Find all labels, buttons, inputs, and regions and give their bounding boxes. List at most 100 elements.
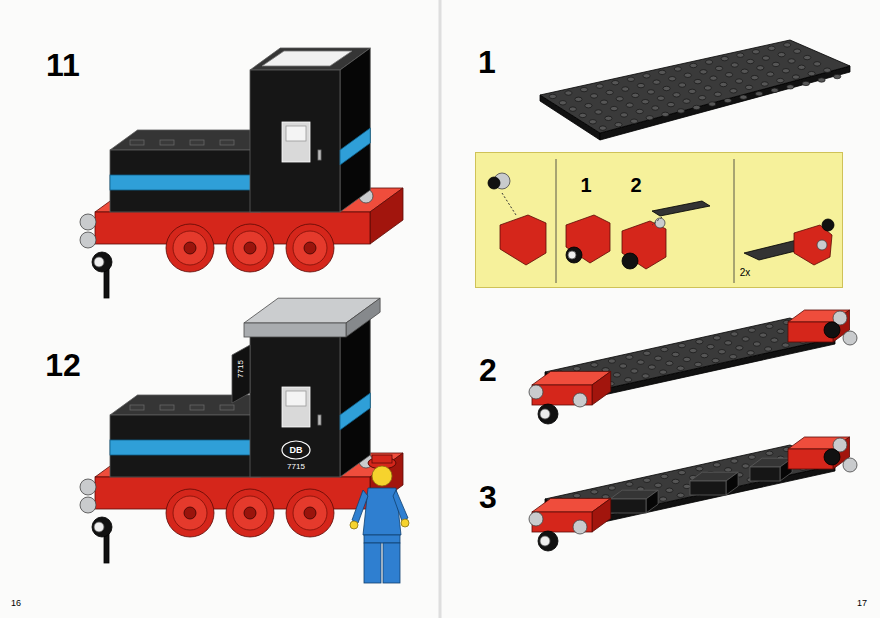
stud xyxy=(677,109,684,113)
stud xyxy=(630,119,637,123)
cab xyxy=(250,335,340,477)
stud xyxy=(130,140,144,145)
plate xyxy=(652,201,710,216)
red-part xyxy=(500,215,546,265)
buffer xyxy=(655,218,665,228)
stud xyxy=(713,336,720,340)
baseplate xyxy=(540,40,850,140)
stud xyxy=(701,353,708,357)
hood xyxy=(110,150,260,212)
stud xyxy=(720,82,727,86)
red-part xyxy=(566,215,610,263)
slope-brick xyxy=(750,467,780,481)
stud xyxy=(818,78,825,82)
stud xyxy=(608,359,615,363)
stud xyxy=(622,87,629,91)
stud xyxy=(792,75,799,79)
stud xyxy=(160,405,174,410)
divider xyxy=(734,159,735,283)
stud xyxy=(643,478,650,482)
stud xyxy=(689,89,696,93)
leg xyxy=(383,543,400,583)
buffer xyxy=(573,520,587,534)
cab-side-panel xyxy=(232,345,250,403)
stud xyxy=(721,56,728,60)
stud xyxy=(724,98,731,102)
stud xyxy=(745,85,752,89)
stud xyxy=(579,113,586,117)
stud xyxy=(748,455,755,459)
stud xyxy=(615,122,622,126)
buffer xyxy=(80,479,96,495)
arm xyxy=(352,490,368,523)
stud xyxy=(713,463,720,467)
stud xyxy=(596,84,603,88)
stud xyxy=(771,338,778,342)
cap xyxy=(372,455,392,463)
stud xyxy=(652,106,659,110)
wheel-hub xyxy=(184,242,196,254)
stud xyxy=(784,43,791,47)
stud xyxy=(712,358,719,362)
stud xyxy=(725,73,732,77)
stud xyxy=(160,140,174,145)
locomotive xyxy=(80,48,403,298)
stud xyxy=(814,62,821,66)
guide-line xyxy=(652,217,662,225)
stud xyxy=(696,467,703,471)
stud xyxy=(690,348,697,352)
door-handle xyxy=(318,150,321,160)
stud xyxy=(672,352,679,356)
minifigure xyxy=(350,455,409,583)
stud xyxy=(653,80,660,84)
cab xyxy=(250,70,340,212)
hand xyxy=(350,521,358,529)
coupling xyxy=(540,409,550,419)
buffer xyxy=(529,512,543,526)
coupling xyxy=(538,404,558,424)
stud xyxy=(559,101,566,105)
stud xyxy=(667,102,674,106)
stud xyxy=(777,329,784,333)
stripe xyxy=(110,175,260,190)
leg xyxy=(364,543,381,583)
stud xyxy=(643,74,650,78)
stud xyxy=(591,490,598,494)
stud xyxy=(735,79,742,83)
stud xyxy=(660,497,667,501)
door-handle xyxy=(318,415,321,425)
chassis xyxy=(370,188,403,244)
stud xyxy=(659,70,666,74)
stud xyxy=(707,345,714,349)
lamp xyxy=(488,177,500,189)
stud xyxy=(661,347,668,351)
stud xyxy=(669,77,676,81)
stud xyxy=(725,468,732,472)
stud xyxy=(714,92,721,96)
stud xyxy=(610,106,617,110)
stud xyxy=(757,66,764,70)
wheel xyxy=(226,489,274,537)
coupling xyxy=(540,536,550,546)
stud xyxy=(782,343,789,347)
cab xyxy=(340,48,370,212)
stud xyxy=(616,97,623,101)
slope-brick xyxy=(726,472,738,495)
stud xyxy=(589,120,596,124)
stud xyxy=(613,373,620,377)
stud xyxy=(760,333,767,337)
wheel-hub xyxy=(244,242,256,254)
slope-brick xyxy=(646,490,658,513)
coupling xyxy=(824,449,840,465)
panel-illustration xyxy=(476,153,844,289)
lamp xyxy=(566,247,582,263)
window xyxy=(282,122,310,162)
stud xyxy=(655,356,662,360)
coupling xyxy=(538,531,558,551)
stud xyxy=(715,66,722,70)
stud xyxy=(625,378,632,382)
stud xyxy=(678,470,685,474)
wheel xyxy=(173,231,207,265)
lamp-glass xyxy=(94,257,104,267)
hood xyxy=(110,415,260,477)
